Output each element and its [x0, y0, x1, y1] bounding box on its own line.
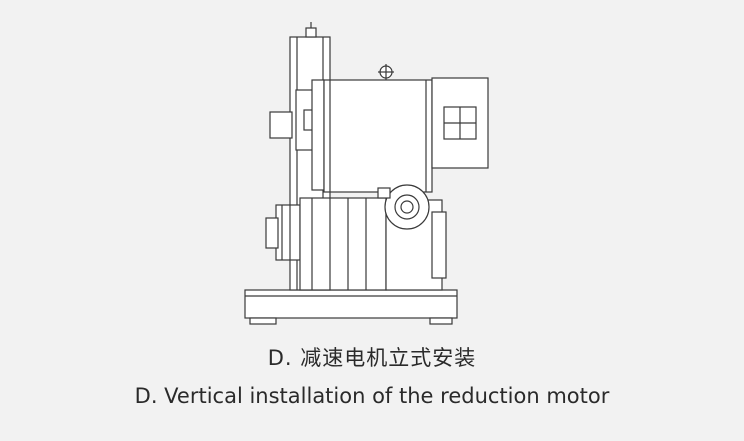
caption-english: D. Vertical installation of the reductio… — [134, 384, 610, 408]
pump-installation-drawing — [244, 22, 489, 325]
drive-coupling — [265, 111, 330, 261]
base-frame — [244, 289, 458, 325]
caption-chinese: D. 减速电机立式安装 — [267, 346, 477, 370]
reduction-motor — [311, 64, 489, 193]
pump-body — [299, 184, 447, 291]
